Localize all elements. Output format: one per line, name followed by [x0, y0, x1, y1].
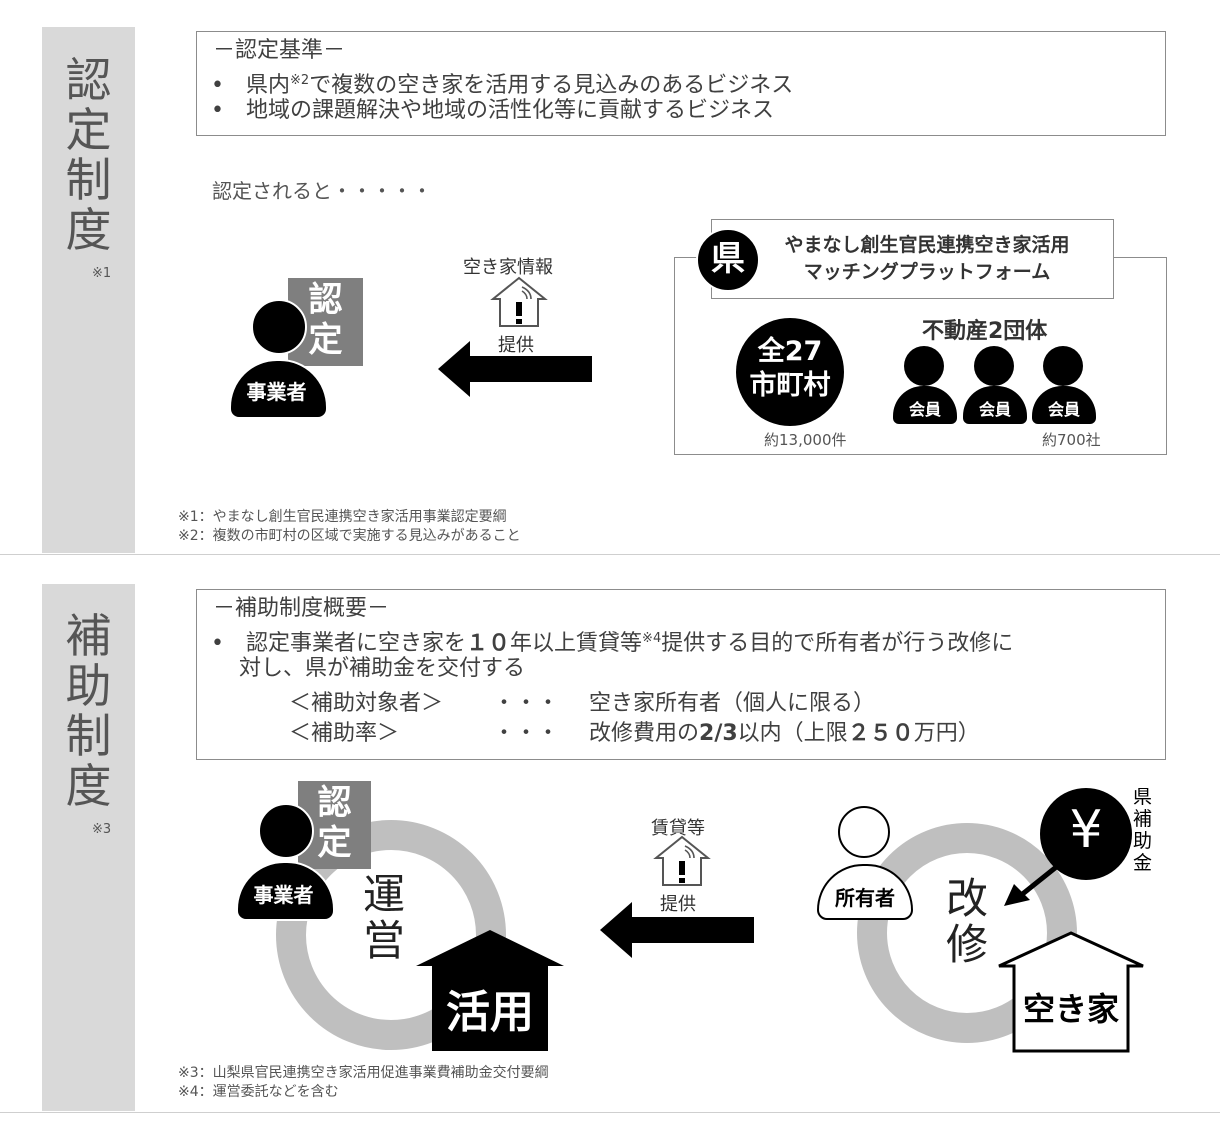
business-person-head-2: [258, 803, 314, 859]
vacant-house-label: 空き家: [1022, 990, 1119, 1028]
footnote-4: ※4：運営委託などを含む: [178, 1084, 339, 1100]
member-head-2: [974, 346, 1014, 386]
vacant-house-icon: [998, 931, 1144, 1053]
yen-icon: ¥: [1069, 800, 1103, 860]
lead-text: 認定されると・・・・・: [212, 179, 432, 203]
platform-title-1: やまなし創生官民連携空き家活用: [784, 234, 1070, 256]
overview-item-1: 認定事業者に空き家を１０年以上賃貸等※4提供する目的で所有者が行う改修に: [207, 624, 1013, 659]
house-info-icon: [490, 276, 548, 327]
overview-item-1-cont: 対し、県が補助金を交付する: [239, 656, 526, 681]
criteria-item-2: 地域の課題解決や地域の活性化等に貢献するビジネス: [207, 96, 774, 126]
prefecture-badge-label: 県: [711, 239, 745, 279]
cert-badge-2: 認定: [298, 781, 371, 869]
member-body-1: [893, 386, 957, 424]
subsidy-arrow: [1004, 854, 1072, 906]
member-body-2: [963, 386, 1027, 424]
renovate-label: 改修: [946, 874, 989, 969]
member-head-1: [904, 346, 944, 386]
target-row: ＜補助対象者＞・・・空き家所有者（個人に限る）: [289, 691, 876, 716]
prefecture-badge: [696, 228, 760, 292]
count-companies: 約700社: [1042, 431, 1101, 449]
footnote-3: ※3：山梨県官民連携空き家活用促進事業費補助金交付要綱: [178, 1065, 549, 1081]
criteria-heading: －認定基準－: [213, 38, 346, 63]
house-info-icon-2: [653, 835, 711, 886]
owner-label: 所有者: [835, 886, 895, 910]
section1-title: 認定制度: [65, 53, 112, 257]
member-head-3: [1043, 346, 1083, 386]
utilize-house-icon: [416, 930, 564, 1051]
realestate-label: 不動産2団体: [922, 319, 1048, 344]
section2-title-note: ※3: [92, 822, 112, 837]
section1-title-note: ※1: [92, 266, 112, 281]
provide-label: 提供: [498, 335, 534, 356]
footnote-2: ※2：複数の市町村の区域で実施する見込みがあること: [178, 528, 521, 544]
business-label: 事業者: [246, 380, 307, 404]
section2-sidebar: [42, 584, 135, 1111]
business-label-2: 事業者: [253, 883, 314, 907]
platform-title-box: やまなし創生官民連携空き家活用 マッチングプラットフォーム: [711, 219, 1114, 299]
subsidy-vertical-label: 県補助金: [1133, 786, 1153, 874]
count-listings: 約13,000件: [764, 431, 847, 449]
member-body-3: [1032, 386, 1096, 424]
municipalities-circle: [736, 318, 844, 426]
member-label-1: 会員: [908, 400, 941, 419]
provide-arrow: [438, 341, 592, 397]
info-label: 空き家情報: [463, 257, 553, 278]
member-label-2: 会員: [978, 400, 1011, 419]
lease-arrow: [600, 902, 754, 958]
section1-sidebar: [42, 27, 135, 553]
section2-title: 補助制度: [65, 609, 112, 813]
section-divider-2: [0, 1112, 1220, 1113]
lease-label: 賃貸等: [651, 818, 705, 839]
member-label-3: 会員: [1047, 400, 1080, 419]
criteria-box: －認定基準－ 県内※2で複数の空き家を活用する見込みのあるビジネス 地域の課題解…: [196, 31, 1166, 136]
section-divider-1: [0, 554, 1220, 555]
rate-row: ＜補助率＞・・・改修費用の2/3以内（上限２５０万円）: [289, 721, 980, 746]
platform-title-2: マッチングプラットフォーム: [803, 261, 1051, 283]
footnote-1: ※1：やまなし創生官民連携空き家活用事業認定要綱: [178, 509, 507, 525]
utilize-label: 活用: [446, 987, 534, 1038]
criteria-item-1: 県内※2で複数の空き家を活用する見込みのあるビジネス: [207, 66, 793, 101]
provide-label-2: 提供: [660, 894, 696, 915]
owner-head: [838, 806, 890, 858]
operate-label: 運営: [363, 870, 406, 965]
business-person-head: [251, 299, 307, 355]
overview-box: －補助制度概要－ 認定事業者に空き家を１０年以上賃貸等※4提供する目的で所有者が…: [196, 589, 1166, 760]
overview-heading: －補助制度概要－: [213, 596, 390, 621]
